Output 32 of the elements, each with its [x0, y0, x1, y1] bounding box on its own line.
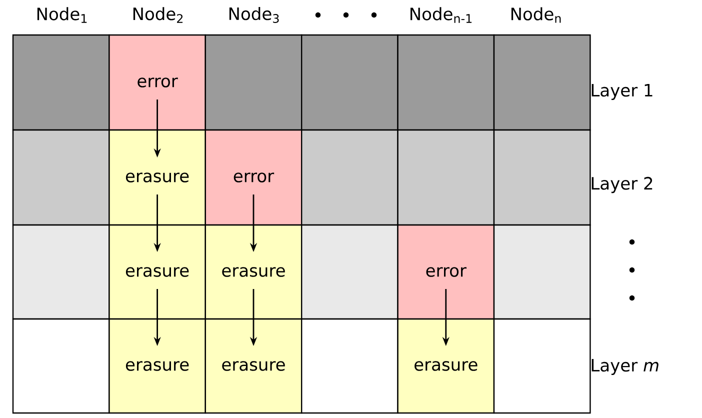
column-header: Node$_{n-1}$ — [410, 7, 472, 23]
grid-cell — [204, 34, 302, 131]
error-cell: error — [397, 224, 495, 320]
column-header: Node$_{1}$ — [37, 7, 87, 23]
grid-cell — [397, 129, 495, 226]
erasure-cell: erasure — [204, 224, 302, 320]
row-label: Layer 2 — [592, 176, 652, 194]
grid-cell — [12, 318, 110, 414]
column-header: Node$_{2}$ — [133, 7, 183, 23]
grid-cell — [493, 318, 591, 414]
grid-cell — [301, 129, 398, 226]
erasure-cell: erasure — [108, 224, 206, 320]
error-cell: error — [108, 34, 206, 131]
grid-cell — [301, 224, 398, 320]
error-cell: error — [204, 129, 302, 226]
grid-cell — [493, 34, 591, 131]
erasure-cell: erasure — [108, 318, 206, 414]
erasure-cell: erasure — [204, 318, 302, 414]
erasure-cell: erasure — [108, 129, 206, 226]
column-header: Node$_{3}$ — [229, 7, 279, 23]
grid-cell — [301, 318, 398, 414]
row-label: Layer m — [592, 359, 658, 375]
grid-cell — [301, 34, 398, 131]
grid-cell — [12, 224, 110, 320]
grid-cell — [397, 34, 495, 131]
grid-cell — [493, 129, 591, 226]
grid-cell — [12, 129, 110, 226]
row-label: Layer 1 — [592, 84, 652, 100]
grid-cell — [12, 34, 110, 131]
erasure-cell: erasure — [397, 318, 495, 414]
grid-cell — [493, 224, 591, 320]
column-header: Node$_{n}$ — [511, 7, 561, 23]
